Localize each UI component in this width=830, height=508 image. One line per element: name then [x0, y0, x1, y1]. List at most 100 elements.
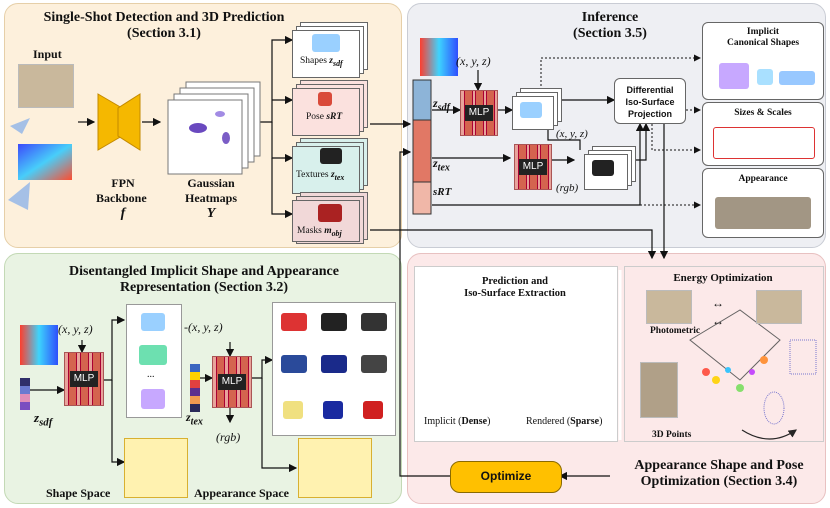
optimization-title: Appearance Shape and Pose Optimization (…	[612, 458, 826, 490]
input-label: Input	[33, 47, 62, 61]
diff-line1: Differential	[626, 85, 674, 95]
appearance-mug-blue	[323, 401, 343, 419]
canonical-laptop	[719, 63, 749, 89]
inference-mlp-top: MLP	[460, 90, 498, 136]
shape-thumbnail	[312, 34, 340, 52]
dis-xyz: (x, y, z)	[58, 322, 93, 336]
backbone-label: FPN Backbone f	[96, 176, 147, 222]
depth-points-image	[640, 362, 678, 418]
appearance-space-label: Appearance Space	[194, 486, 289, 500]
inference-shape-thumb	[520, 102, 542, 118]
dis-mlp-shape: MLP	[64, 352, 104, 406]
pose-axes-icon	[318, 92, 332, 106]
inference-texture-thumb	[592, 160, 614, 176]
appearance-mug-yellow	[283, 401, 303, 419]
output-shapes-label: Shapes zsdf	[300, 56, 343, 68]
appearance-laptop-3	[361, 355, 387, 373]
prediction-title-line1: Prediction and	[481, 276, 549, 287]
mask-thumbnail	[318, 204, 342, 222]
canonical-objects	[779, 71, 815, 85]
detection-title-line2: (Section 3.1)	[127, 26, 201, 41]
sizes-scales-title: Sizes & Scales	[734, 108, 792, 118]
diff-line3: Projection	[627, 109, 672, 119]
heatmap-label-line1: Gaussian	[187, 176, 235, 190]
appearance-camera-black2	[361, 313, 387, 331]
shape-sample-camera	[141, 313, 165, 331]
appearance-objects	[715, 197, 811, 229]
camera-texture-thumbnail	[320, 148, 342, 164]
energy-subpanel	[624, 266, 824, 442]
inference-mlp-bottom: MLP	[514, 144, 552, 190]
optimization-title-line2: Optimization (Section 3.4)	[640, 474, 798, 489]
shape-samples-ellipsis: ...	[147, 369, 155, 380]
swap-arrow-1: ↔	[712, 296, 724, 310]
canonical-shapes-card: Implicit Canonical Shapes	[702, 22, 824, 100]
appearance-title: Appearance	[738, 174, 788, 184]
bounding-boxes	[713, 127, 815, 159]
inference-xyz-mid: (x, y, z)	[556, 128, 588, 140]
appearance-camera-black1	[321, 313, 347, 331]
shape-samples-column: ...	[126, 304, 182, 418]
input-rgb-image	[18, 64, 74, 108]
dis-mlp-appearance-label: MLP	[218, 374, 246, 390]
optimize-button[interactable]: Optimize	[450, 461, 562, 493]
inference-xyz-top: (x, y, z)	[456, 54, 491, 68]
appearance-card: Appearance	[702, 168, 824, 238]
output-textures-label: Textures ztex	[296, 170, 345, 182]
appearance-samples-grid	[272, 302, 396, 436]
dis-mlp-shape-label: MLP	[70, 371, 98, 387]
output-masks-label: Masks mobj	[297, 226, 342, 238]
inference-z-sdf: zsdf	[433, 96, 450, 114]
backbone-label-line1: FPN	[111, 176, 135, 190]
shape-sample-mug	[141, 389, 165, 409]
inference-rgb: (rgb)	[556, 182, 579, 194]
diff-iso-projection-box: Differential Iso-Surface Projection	[614, 78, 686, 124]
shape-space-label: Shape Space	[46, 486, 111, 500]
backbone-label-line2: Backbone	[96, 191, 147, 205]
shape-space-box	[124, 438, 188, 498]
appearance-space-box	[298, 438, 372, 498]
heatmap-label: Gaussian Heatmaps Y	[183, 176, 239, 222]
inference-z-tex: ztex	[433, 156, 450, 174]
implicit-dense-label: Implicit (Dense)	[424, 416, 491, 427]
inference-srt: sRT	[433, 186, 452, 198]
inference-title-line1: Inference	[581, 10, 639, 25]
inference-mlp-bottom-label: MLP	[519, 159, 547, 175]
diff-line2: Iso-Surface	[625, 97, 675, 107]
detection-title-line1: Single-Shot Detection and 3D Prediction	[43, 10, 285, 25]
appearance-laptop-1	[281, 355, 307, 373]
photometric-label: Photometric	[650, 326, 701, 336]
rendered-sparse-label: Rendered (Sparse)	[526, 416, 603, 427]
prediction-title-line2: Iso-Surface Extraction	[464, 288, 566, 299]
heatmap-label-line2: Heatmaps	[185, 191, 237, 205]
inference-title-line2: (Section 3.5)	[573, 26, 647, 41]
output-pose-label: Pose sRT	[306, 112, 343, 122]
dis-rgb: (rgb)	[216, 430, 241, 444]
optimization-title-line1: Appearance Shape and Pose	[634, 458, 804, 473]
z-tex-code	[190, 364, 200, 412]
dis-z-sdf: zsdf	[34, 410, 53, 429]
backbone-symbol: f	[120, 206, 126, 221]
backbone-right-wing	[117, 93, 141, 151]
energy-title: Energy Optimization	[673, 272, 773, 284]
detection-title: Single-Shot Detection and 3D Prediction …	[14, 10, 314, 42]
disentangled-title: Disentangled Implicit Shape and Appearan…	[24, 264, 384, 296]
points-label: 3D Points	[652, 430, 692, 440]
dis-mlp-appearance: MLP	[212, 356, 252, 408]
prediction-subpanel	[414, 266, 618, 442]
inference-mlp-top-label: MLP	[465, 105, 493, 121]
disentangled-title-line2: Representation (Section 3.2)	[119, 280, 289, 295]
photometric-image-observed	[646, 290, 692, 324]
appearance-camera-red	[281, 313, 307, 331]
swap-arrow-2: ↔	[712, 314, 724, 328]
shape-sample-laptop	[139, 345, 167, 365]
prediction-title: Prediction and Iso-Surface Extraction	[414, 276, 616, 300]
heatmap-symbol: Y	[206, 206, 216, 221]
photometric-image-rendered	[756, 290, 802, 324]
canonical-shapes-title1: Implicit	[746, 27, 780, 37]
dis-z-tex: ztex	[186, 410, 203, 428]
appearance-laptop-2	[321, 355, 347, 373]
appearance-mug-red	[363, 401, 383, 419]
canonical-mug	[757, 69, 773, 85]
